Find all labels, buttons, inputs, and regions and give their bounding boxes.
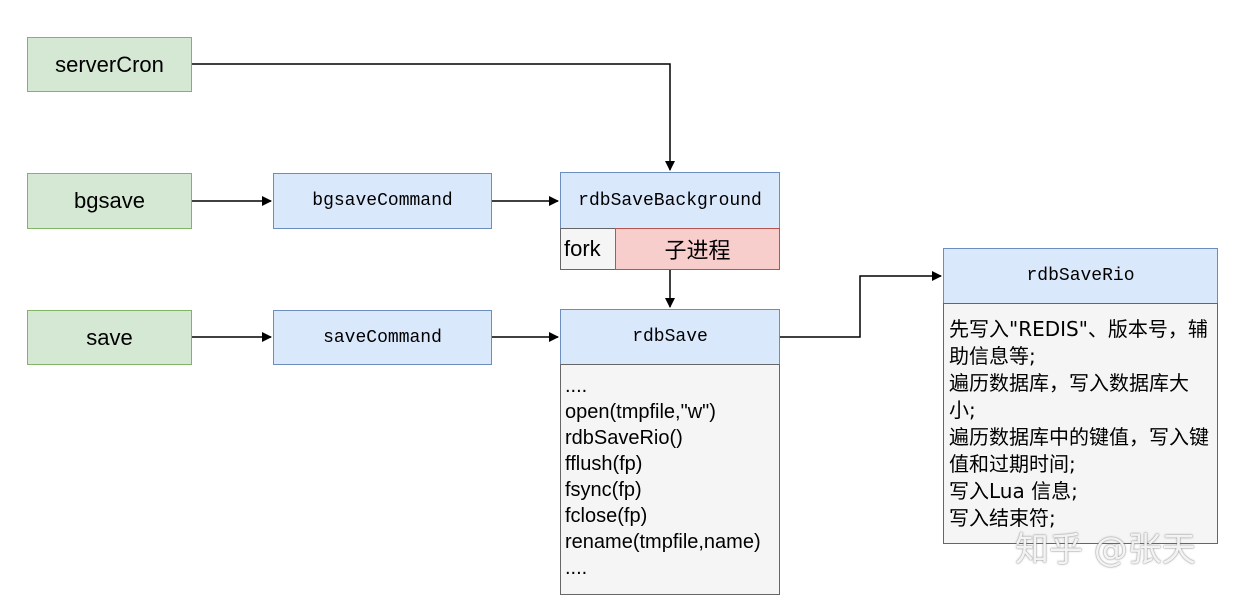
- savecommand-label: saveCommand: [323, 327, 442, 348]
- rdbsave-label: rdbSave: [632, 327, 708, 347]
- fork-label: fork: [564, 236, 601, 261]
- rdbsaverio-step: 写入结束符;: [949, 506, 1056, 530]
- fork-cell: fork: [560, 228, 616, 270]
- child-process-label: 子进程: [664, 238, 731, 263]
- servercron-node: serverCron: [27, 37, 192, 92]
- servercron-label: serverCron: [55, 51, 164, 77]
- bgsavecommand-label: bgsaveCommand: [312, 191, 453, 211]
- savecommand-node: saveCommand: [273, 310, 492, 365]
- child-process-cell: 子进程: [615, 228, 780, 270]
- rdbsaverio-label: rdbSaveRio: [1026, 266, 1135, 286]
- rdbsave-step: fflush(fp): [565, 453, 643, 475]
- rdbsave-step: rdbSaveRio(): [565, 427, 683, 449]
- bgsave-label: bgsave: [74, 188, 145, 213]
- rdbsaverio-step: 遍历数据库，写入数据库大小;: [949, 371, 1189, 422]
- rdbsaverio-steps-note: 先写入"REDIS"、版本号，辅助信息等; 遍历数据库，写入数据库大小; 遍历数…: [943, 303, 1218, 544]
- bgsavecommand-node: bgsaveCommand: [273, 173, 492, 229]
- bgsave-node: bgsave: [27, 173, 192, 229]
- rdbsave-step: ....: [565, 557, 588, 579]
- rdbsaverio-step: 写入Lua 信息;: [949, 479, 1078, 503]
- rdbsave-step: fsync(fp): [565, 479, 642, 501]
- rdbsave-step: fclose(fp): [565, 505, 648, 527]
- edge-servercron-to-rdbsavebackground: [192, 63, 675, 171]
- rdbsave-step: ....: [565, 375, 588, 397]
- rdbsavebackground-label: rdbSaveBackground: [578, 190, 762, 211]
- rdbsaverio-step: 先写入"REDIS"、版本号，辅助信息等;: [949, 317, 1208, 368]
- rdbsave-step: rename(tmpfile,name): [565, 531, 761, 553]
- rdbsave-steps-list: .... open(tmpfile,"w") rdbSaveRio() fflu…: [560, 364, 780, 595]
- watermark: 知乎 @张天: [1015, 530, 1196, 570]
- rdbsaverio-step: 遍历数据库中的键值，写入键值和过期时间;: [949, 425, 1209, 476]
- rdbsaverio-node: rdbSaveRio: [943, 248, 1218, 304]
- save-label: save: [86, 324, 133, 350]
- rdbsave-step: open(tmpfile,"w"): [565, 401, 716, 423]
- rdbsavebackground-node: rdbSaveBackground: [560, 172, 780, 229]
- edge-rdbsave-to-rdbsaverio: [780, 271, 942, 338]
- save-node: save: [27, 310, 192, 365]
- rdbsave-node: rdbSave: [560, 309, 780, 365]
